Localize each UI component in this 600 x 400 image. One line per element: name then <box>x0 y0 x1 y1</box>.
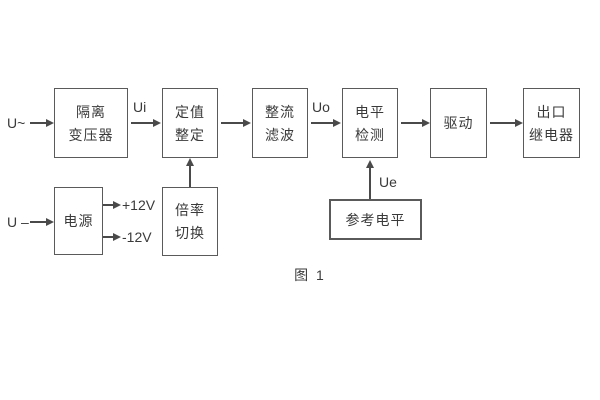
block-isolation-transformer-line2: 变压器 <box>68 126 114 143</box>
block-output-relay-line2: 继电器 <box>529 126 574 143</box>
block-power-supply-label: 电源 <box>63 213 94 229</box>
block-rectifier-filter-line2: 滤波 <box>265 126 295 143</box>
arrow-ratio-to-setting <box>189 166 191 187</box>
ac-input-label: U~ <box>7 115 26 131</box>
block-reference-level-label: 参考电平 <box>345 211 406 228</box>
block-rectifier-filter: 整流 滤波 <box>252 88 308 158</box>
figure-caption: 图 1 <box>294 267 326 283</box>
block-reference-level: 参考电平 <box>329 199 422 240</box>
arrow-reference-to-level <box>369 168 371 199</box>
arrow-dc-input-to-power <box>30 221 46 223</box>
arrow-power-negative-rail <box>103 236 113 238</box>
arrow-drive-to-relay <box>490 122 515 124</box>
block-level-detection-line2: 检测 <box>355 126 385 143</box>
block-output-relay-line1: 出口 <box>536 103 567 120</box>
block-level-detection-line1: 电平 <box>355 103 385 120</box>
arrow-ac-input-to-transformer <box>30 122 46 124</box>
block-power-supply: 电源 <box>54 187 103 255</box>
arrow-transformer-to-setting <box>131 122 153 124</box>
block-drive-label: 驱动 <box>443 115 474 131</box>
arrow-rectifier-to-level <box>311 122 333 124</box>
rail-positive-label: +12V <box>122 197 156 213</box>
arrow-power-positive-rail <box>103 204 113 206</box>
signal-uo-label: Uo <box>312 99 330 115</box>
block-level-detection: 电平 检测 <box>342 88 398 158</box>
block-rectifier-filter-line1: 整流 <box>265 103 295 120</box>
block-value-setting-line2: 整定 <box>175 126 205 143</box>
block-drive: 驱动 <box>430 88 487 158</box>
dc-input-label: U – <box>7 214 29 230</box>
signal-ue-label: Ue <box>379 174 397 190</box>
rail-negative-label: -12V <box>122 229 152 245</box>
block-isolation-transformer: 隔离 变压器 <box>54 88 128 158</box>
block-ratio-switching: 倍率 切换 <box>162 187 218 256</box>
block-output-relay: 出口 继电器 <box>523 88 580 158</box>
block-value-setting-line1: 定值 <box>175 103 205 120</box>
arrow-setting-to-rectifier <box>221 122 243 124</box>
block-isolation-transformer-line1: 隔离 <box>76 103 106 120</box>
arrow-level-to-drive <box>401 122 422 124</box>
block-ratio-switching-line2: 切换 <box>175 225 205 241</box>
block-ratio-switching-line1: 倍率 <box>175 202 205 218</box>
block-value-setting: 定值 整定 <box>162 88 218 158</box>
signal-ui-label: Ui <box>133 99 147 115</box>
